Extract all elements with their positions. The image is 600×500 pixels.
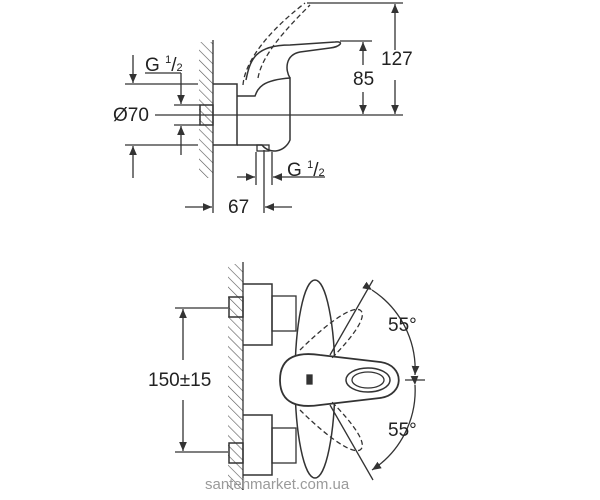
side-view xyxy=(125,2,403,213)
angle-down-label: 55° xyxy=(388,420,417,441)
dim-total-height: 127 xyxy=(381,49,413,70)
dim-handle-height: 85 xyxy=(353,69,375,90)
watermark: santehmarket.com.ua xyxy=(205,476,350,493)
wall-hatch xyxy=(199,42,213,178)
dim-center-distance: 150±15 xyxy=(148,370,212,391)
front-view xyxy=(175,262,425,490)
angle-up-label: 55° xyxy=(388,315,417,336)
dim-diameter: Ø70 xyxy=(113,105,149,126)
inlet-thread-label: G 1/2 xyxy=(145,54,183,76)
outlet-thread-label: G 1/2 xyxy=(287,159,325,181)
wall-hatch xyxy=(228,264,243,490)
dim-projection: 67 xyxy=(228,197,250,218)
